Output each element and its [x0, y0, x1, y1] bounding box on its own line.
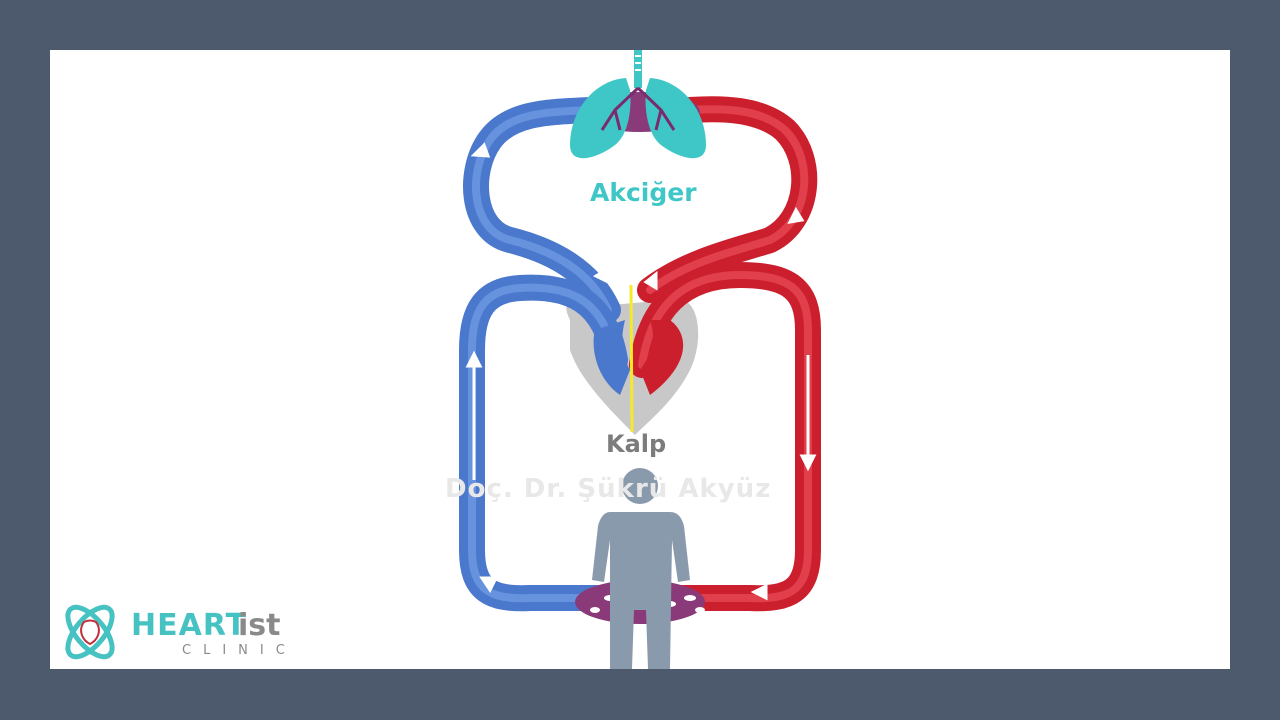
video-frame: Akciğer Kalp Doç. Dr. Şükrü Akyüz HEART …	[50, 50, 1230, 669]
arrow-mid-right	[643, 270, 658, 291]
logo-brand-suffix: ist	[238, 608, 281, 643]
arrow-down-right-head	[799, 454, 817, 472]
arrow-top-right	[787, 206, 805, 224]
lungs-icon	[570, 50, 706, 159]
left-heart-chambers	[640, 320, 684, 395]
heart-label: Kalp	[606, 430, 667, 458]
right-heart-chambers	[593, 320, 630, 395]
arrow-bottom-left	[479, 576, 499, 593]
arrow-bottom-right	[750, 583, 768, 601]
arrow-up-left-head	[465, 350, 483, 368]
logo-brand-main: HEART	[131, 608, 248, 643]
arrow-top-left	[470, 142, 491, 158]
heart-septum-line	[629, 284, 634, 433]
logo-subtitle: CLINIC	[182, 643, 297, 658]
human-figure-icon	[592, 468, 690, 669]
arrow-mid-left	[592, 267, 610, 285]
heartist-clinic-logo: HEART ist CLINIC	[52, 598, 312, 669]
author-watermark: Doç. Dr. Şükrü Akyüz	[445, 474, 772, 504]
flow-arrows	[465, 142, 817, 601]
circulation-diagram	[459, 50, 821, 669]
lungs-label: Akciğer	[590, 178, 697, 207]
logo-emblem-icon	[65, 604, 115, 660]
